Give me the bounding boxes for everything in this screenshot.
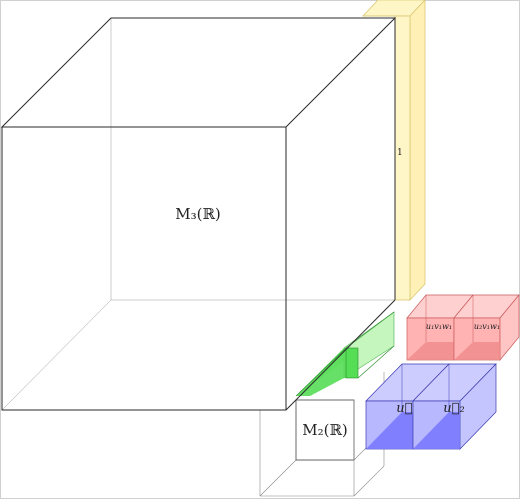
small-cube-edge <box>353 465 385 497</box>
green-front-panel <box>345 347 359 379</box>
big-cube-edge <box>285 299 396 411</box>
green-edge <box>295 347 347 397</box>
red-cube-right: u₂v₁w₁ <box>453 294 520 361</box>
blue-left-label: u⃗₁ <box>396 401 417 416</box>
red-left-label: u₁v₁w₁ <box>426 322 452 331</box>
big-cube-top-face <box>0 17 397 128</box>
big-cube-label: M₃(ℝ) <box>175 205 221 223</box>
big-cube-hidden-edge <box>1 299 112 411</box>
red-right-label: u₂v₁w₁ <box>474 322 500 331</box>
small-cube-front-face <box>295 399 355 461</box>
big-cube: M₃(ℝ) <box>0 17 397 411</box>
small-cube-edge <box>259 459 297 497</box>
blue-cube-left: u⃗₁ <box>365 363 450 450</box>
red-left-bottom <box>407 342 454 360</box>
yellow-bar-front <box>394 15 411 301</box>
blue-left-shadow <box>366 412 413 449</box>
green-edge <box>357 345 395 379</box>
red-right-bottom <box>454 342 500 360</box>
yellow-bar-label: 1 <box>397 148 403 158</box>
small-cube: M₂(ℝ) <box>259 372 385 497</box>
yellow-bar-side <box>409 0 426 302</box>
blue-cubes: u⃗₁ u⃗₂ <box>365 363 497 450</box>
small-cube-label: M₂(ℝ) <box>302 421 348 439</box>
yellow-bar: 1 <box>362 0 426 302</box>
red-cube-left: u₁v₁w₁ <box>406 294 474 361</box>
big-cube-front-face <box>1 126 287 411</box>
red-cubes: u₁v₁w₁ u₂v₁w₁ <box>406 294 520 361</box>
green-block <box>295 311 395 397</box>
blue-cube-right: u⃗₂ <box>412 363 497 450</box>
blue-right-shadow <box>413 412 460 449</box>
blue-right-label: u⃗₂ <box>443 401 464 416</box>
